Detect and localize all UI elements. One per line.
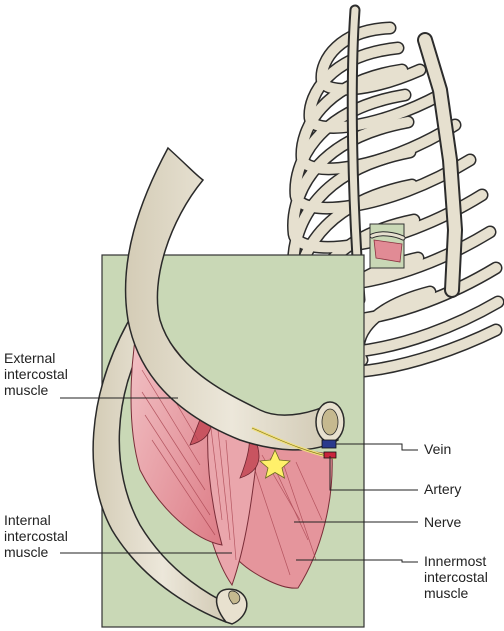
label-nerve: Nerve: [424, 514, 462, 530]
label-vein: Vein: [424, 441, 452, 457]
label-external-intercostal-muscle: External intercostal muscle: [4, 350, 68, 398]
label-artery: Artery: [424, 481, 462, 497]
label-innermost-intercostal-muscle: Innermost intercostal muscle: [424, 553, 488, 601]
intercostal-muscles: [130, 308, 333, 589]
star-icon: [259, 449, 291, 479]
leader-lines: [60, 397, 418, 563]
lower-rib: [92, 321, 248, 625]
label-internal-intercostal-muscle: Internal intercostal muscle: [4, 512, 68, 560]
vein-vessel: [321, 439, 337, 449]
